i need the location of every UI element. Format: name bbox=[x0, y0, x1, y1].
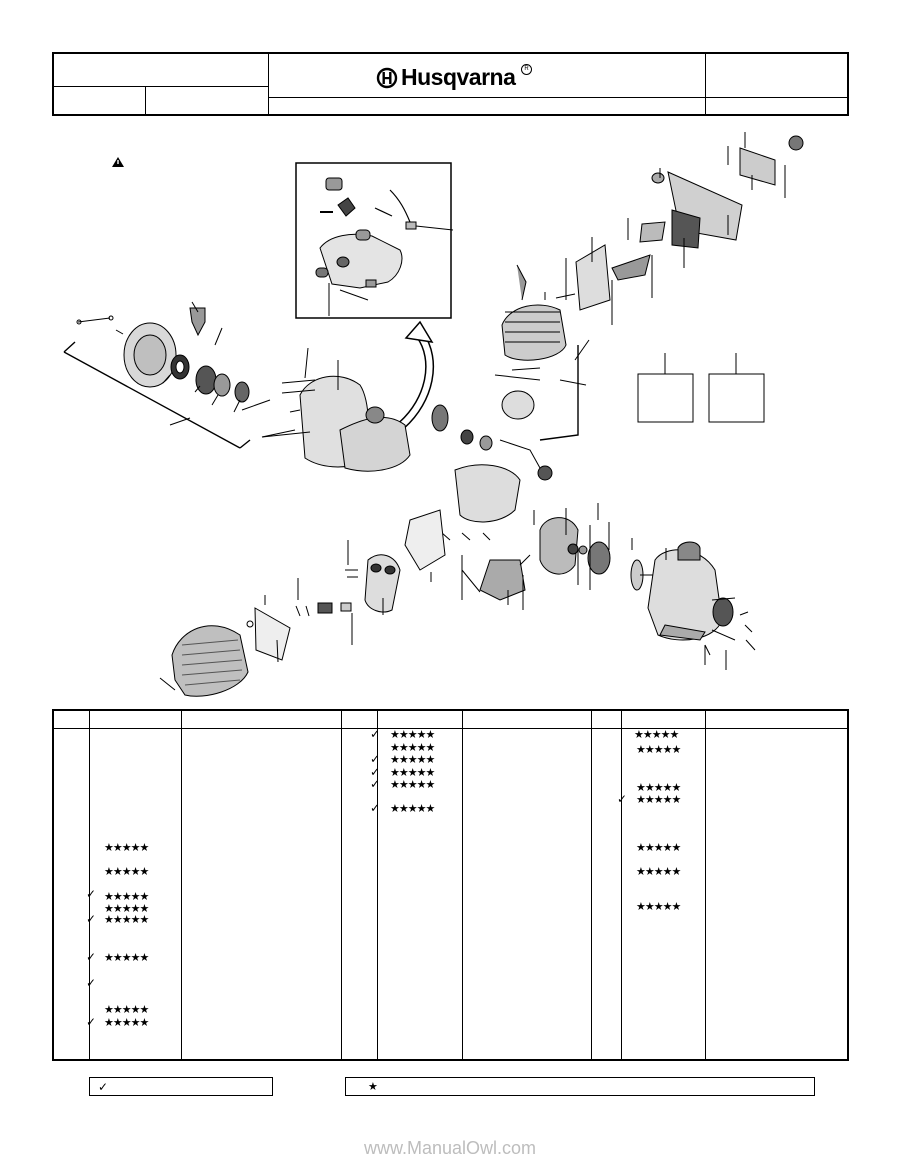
star-marker: ★★★★★ bbox=[104, 891, 149, 903]
star-marker: ★★★★★ bbox=[636, 794, 681, 806]
check-mark-icon: ✓ bbox=[370, 765, 381, 779]
star-marker: ★★★★★ bbox=[636, 782, 681, 794]
brand-logo: Husqvarna bbox=[376, 64, 516, 91]
star-marker: ★★★★★ bbox=[390, 729, 435, 741]
registered-mark: R bbox=[521, 64, 532, 75]
brand-name: Husqvarna bbox=[401, 64, 516, 90]
star-marker: ★★★★★ bbox=[390, 767, 435, 779]
star-marker: ★★★★★ bbox=[390, 754, 435, 766]
check-mark-icon: ✓ bbox=[370, 777, 381, 791]
star-marker: ★★★★★ bbox=[104, 1004, 149, 1016]
star-marker: ★★★★★ bbox=[104, 1017, 149, 1029]
star-marker: ★★★★★ bbox=[636, 866, 681, 878]
star-marker: ★★★★★ bbox=[390, 803, 435, 815]
check-mark-icon: ✓ bbox=[370, 727, 381, 741]
check-mark-icon: ✓ bbox=[98, 1080, 109, 1094]
husqvarna-crown-icon bbox=[376, 67, 398, 88]
star-marker: ★★★★★ bbox=[390, 742, 435, 754]
star-marker: ★★★★★ bbox=[634, 729, 679, 741]
check-mark-icon: ✓ bbox=[370, 752, 381, 766]
star-marker: ★★★★★ bbox=[636, 901, 681, 913]
star-marker: ★★★★★ bbox=[104, 903, 149, 915]
star-marker: ★★★★★ bbox=[636, 842, 681, 854]
legend-star-box: ★ bbox=[345, 1077, 815, 1096]
star-marker: ★★★★★ bbox=[104, 866, 149, 878]
inset-box bbox=[295, 162, 452, 319]
star-marker: ★★★★★ bbox=[104, 952, 149, 964]
watermark: www.ManualOwl.com bbox=[363, 1138, 537, 1158]
star-marker: ★★★★★ bbox=[636, 744, 681, 756]
star-icon: ★ bbox=[368, 1081, 378, 1093]
star-marker: ★★★★★ bbox=[104, 914, 149, 926]
check-mark-icon: ✓ bbox=[86, 1015, 97, 1029]
check-mark-icon: ✓ bbox=[86, 887, 97, 901]
check-mark-icon: ✓ bbox=[86, 912, 97, 926]
check-mark-icon: ✓ bbox=[86, 976, 97, 990]
check-mark-icon: ✓ bbox=[617, 792, 628, 806]
star-marker: ★★★★★ bbox=[390, 779, 435, 791]
star-marker: ★★★★★ bbox=[104, 842, 149, 854]
legend-check-box: ✓ bbox=[89, 1077, 273, 1096]
check-mark-icon: ✓ bbox=[86, 950, 97, 964]
check-mark-icon: ✓ bbox=[370, 801, 381, 815]
